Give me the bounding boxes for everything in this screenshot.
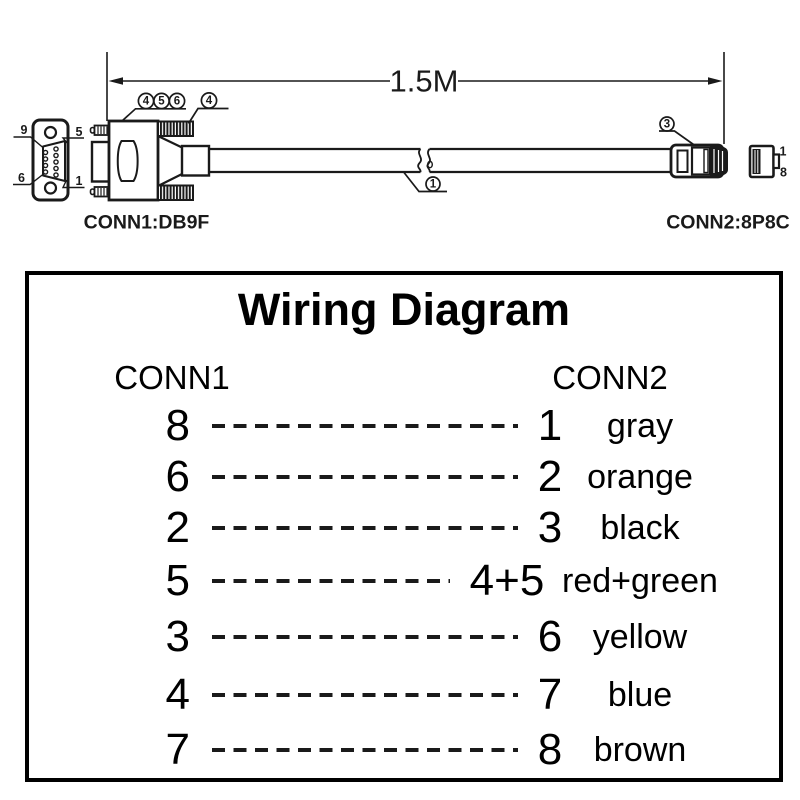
wire-dash	[212, 693, 518, 697]
wire-row: 5 4+5 red+green	[0, 555, 800, 607]
wire-dash	[212, 424, 518, 428]
cable-break-loop	[427, 160, 434, 169]
db9-pin-label-9: 9	[21, 123, 28, 137]
wire-dash	[212, 579, 450, 583]
conn1-pin: 3	[165, 612, 190, 661]
callout-hood-6: 6	[174, 96, 180, 108]
conn2-pin: 8	[537, 725, 563, 774]
conn1-pin: 2	[165, 503, 190, 552]
wire-row: 4 7 blue	[0, 669, 800, 721]
pin-holes	[42, 146, 59, 178]
conn2-pin: 6	[537, 612, 563, 661]
callout-cable-1: 1	[430, 179, 437, 191]
conn2-pin: 1	[537, 401, 563, 450]
wire-row: 7 8 brown	[0, 724, 800, 776]
db9-face-body	[31, 118, 70, 202]
hood-window	[116, 140, 139, 182]
rj45-face-view	[748, 144, 781, 179]
db9-pin-label-1: 1	[76, 174, 83, 188]
callout-hood-4: 4	[143, 96, 150, 108]
wiring-title: Wiring Diagram	[237, 284, 571, 335]
cable-left-segment	[209, 147, 421, 174]
hood-body	[107, 119, 160, 202]
wire-color: gray	[606, 407, 674, 445]
cable-drawing: 1.5M 9 5 6 1	[13, 52, 790, 234]
cable-right-segment	[429, 147, 671, 174]
wire-color: brown	[593, 731, 687, 769]
conn2-pin: 2	[537, 452, 563, 501]
db9-pin-label-5: 5	[76, 125, 83, 139]
callout-grip	[187, 92, 229, 124]
rj45-face-contact-ribs	[754, 150, 759, 173]
conn2-pin: 3	[537, 503, 563, 552]
conn2-pin: 4+5	[469, 556, 545, 605]
strain-grip-top	[157, 120, 194, 137]
rj45-face-contacts	[752, 149, 761, 174]
wire-color: orange	[587, 458, 693, 496]
rj45-contact-ribs	[713, 149, 724, 173]
db9-shell-side	[90, 140, 111, 183]
hood-taper	[157, 135, 183, 187]
wire-row: 2 3 black	[0, 502, 800, 554]
conn1-pin: 5	[165, 556, 190, 605]
rj45-pin-label-1: 1	[780, 145, 787, 159]
conn1-header: CONN1	[114, 359, 230, 396]
thumbscrew-top	[89, 124, 110, 136]
conn1-pin: 7	[165, 725, 190, 774]
db9-face-view	[13, 118, 85, 202]
thumbscrew-bottom	[89, 186, 110, 198]
wire-dash	[212, 526, 518, 530]
wire-row: 8 1 gray	[0, 400, 800, 452]
conn1-pin: 6	[165, 452, 190, 501]
wire-row: 6 2 orange	[0, 451, 800, 503]
wire-dash	[212, 635, 518, 639]
arrowhead-left	[108, 77, 123, 85]
callout-plug-3: 3	[664, 119, 670, 131]
arrowhead-right	[708, 77, 723, 85]
wire-color: red+green	[562, 562, 718, 600]
callout-cable	[403, 171, 447, 193]
screw-hole-bottom	[43, 181, 58, 195]
wire-row: 3 6 yellow	[0, 611, 800, 663]
wire-color: yellow	[592, 618, 688, 656]
dimension	[106, 52, 725, 144]
rj45-side-view	[669, 143, 728, 179]
pin-label-leaders	[13, 136, 85, 189]
rj45-inner-window-a	[676, 149, 689, 173]
conn2-pin: 7	[537, 670, 563, 719]
rj45-pin-label-8: 8	[780, 166, 787, 180]
cable	[209, 147, 671, 174]
callout-grip-4: 4	[206, 95, 213, 107]
callout-hood-5: 5	[158, 96, 165, 108]
callout-hood	[121, 92, 186, 122]
rj45-inner-bar	[703, 148, 709, 174]
wire-dash	[212, 748, 518, 752]
wire-color: blue	[607, 676, 673, 714]
db9-pin-label-6: 6	[18, 171, 25, 185]
rj45-face-latch	[772, 153, 781, 170]
cable-boot	[180, 144, 211, 177]
conn1-pin: 8	[165, 401, 190, 450]
screw-hole-top	[43, 125, 58, 140]
db9-side-view	[89, 119, 211, 202]
conn1-caption: CONN1:DB9F	[84, 212, 210, 234]
dimension-label: 1.5M	[390, 64, 459, 99]
conn2-header: CONN2	[552, 359, 668, 396]
wire-dash	[212, 475, 518, 479]
callout-plug	[659, 116, 694, 146]
conn2-caption: CONN2:8P8C	[666, 212, 790, 234]
wire-color: black	[600, 509, 680, 547]
cable-break-left	[417, 148, 422, 173]
strain-grip-bottom	[157, 184, 194, 201]
cable-break-right	[426, 148, 431, 173]
conn1-pin: 4	[165, 670, 190, 719]
